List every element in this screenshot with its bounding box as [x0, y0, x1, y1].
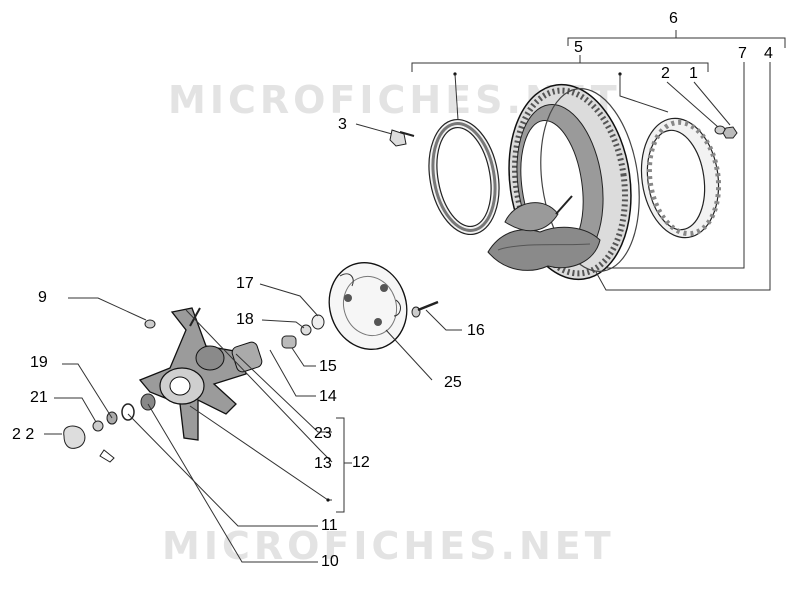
callout-23: 23	[314, 425, 332, 442]
group-brackets	[411, 30, 786, 72]
callout-5: 5	[574, 39, 583, 56]
callout-1: 1	[689, 65, 698, 82]
callout-18: 18	[236, 311, 254, 328]
callout-9: 9	[38, 289, 47, 306]
rim-half-right	[640, 117, 722, 239]
front-small-parts	[44, 363, 318, 563]
callout-16: 16	[467, 322, 485, 339]
callout-12: 12	[352, 454, 370, 471]
callout-4: 4	[764, 45, 773, 62]
callout-14: 14	[319, 388, 337, 405]
callout-7: 7	[738, 45, 747, 62]
callout-10: 10	[321, 553, 339, 570]
callout-25: 25	[444, 374, 462, 391]
brake-plate	[328, 261, 433, 381]
callout-19: 19	[30, 354, 48, 371]
callout-6: 6	[669, 10, 678, 27]
watermark-bottom: MICROFICHES.NET	[162, 524, 615, 568]
inner-tube	[487, 72, 669, 271]
small-bearing-parts	[259, 283, 325, 397]
callout-21: 21	[30, 389, 48, 406]
leader-7	[606, 62, 745, 269]
callout-13: 13	[314, 455, 332, 472]
rim-half-left	[428, 72, 500, 236]
wheel-hub	[68, 297, 352, 513]
callout-2: 2	[661, 65, 670, 82]
callout-17: 17	[236, 275, 254, 292]
callout-22: 2 2	[12, 426, 35, 443]
bolt-16	[411, 300, 462, 331]
leader-4	[595, 62, 771, 291]
bolt-3	[355, 123, 415, 147]
callout-15: 15	[319, 358, 337, 375]
callout-11: 11	[321, 517, 338, 534]
callout-3: 3	[338, 116, 347, 133]
nut-and-washer	[666, 81, 738, 139]
